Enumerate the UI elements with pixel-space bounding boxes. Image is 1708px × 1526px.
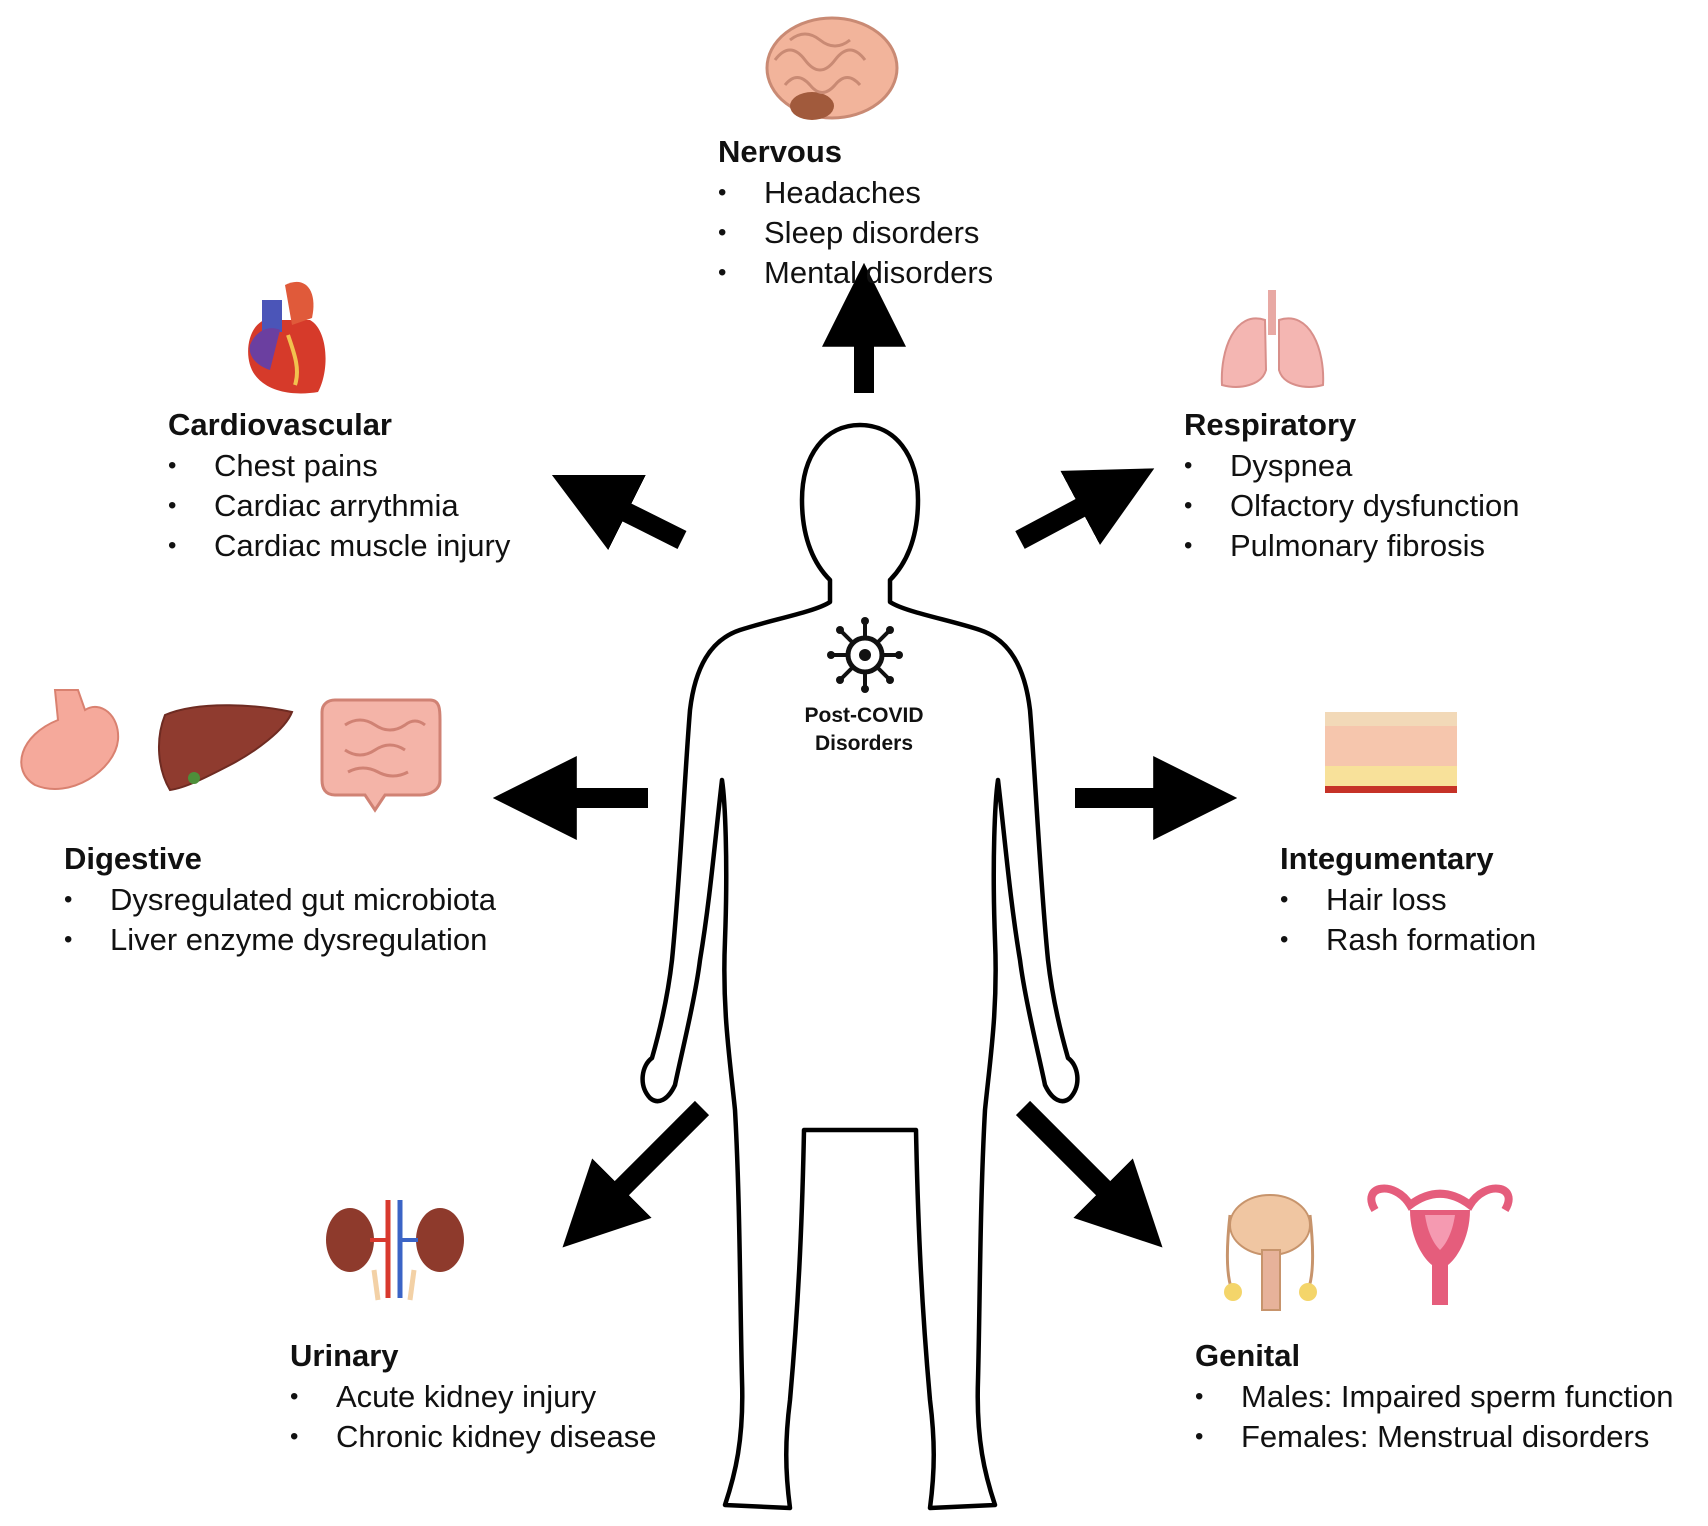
human-body-outline bbox=[640, 422, 1080, 1511]
symptom-item: Males: Impaired sperm function bbox=[1195, 1377, 1673, 1417]
symptom-item: Cardiac muscle injury bbox=[168, 526, 510, 566]
symptom-item: Females: Menstrual disorders bbox=[1195, 1417, 1673, 1457]
symptom-item: Acute kidney injury bbox=[290, 1377, 657, 1417]
system-title: Cardiovascular bbox=[168, 407, 392, 442]
symptom-item: Pulmonary fibrosis bbox=[1184, 526, 1519, 566]
lungs-icon bbox=[1220, 290, 1325, 388]
stomach-icon bbox=[20, 689, 120, 790]
symptom-item: Cardiac arrythmia bbox=[168, 486, 510, 526]
symptom-item: Chronic kidney disease bbox=[290, 1417, 657, 1457]
system-title: Genital bbox=[1195, 1338, 1301, 1373]
system-title: Urinary bbox=[290, 1338, 399, 1373]
heart-icon bbox=[248, 281, 326, 394]
uterus-icon bbox=[1367, 1184, 1513, 1305]
arrow-cardiovascular bbox=[551, 474, 687, 551]
center-label: Post-COVID Disorders bbox=[760, 702, 968, 758]
system-title: Respiratory bbox=[1184, 407, 1357, 442]
kidneys-icon bbox=[326, 1200, 464, 1301]
arrow-respiratory bbox=[1015, 468, 1155, 549]
system-title: Integumentary bbox=[1280, 841, 1494, 876]
intestine-icon bbox=[320, 698, 442, 813]
system-integumentary: Integumentary Hair loss Rash formation bbox=[1280, 840, 1536, 960]
liver-icon bbox=[158, 704, 294, 792]
symptom-item: Dyspnea bbox=[1184, 446, 1519, 486]
system-title: Nervous bbox=[718, 134, 843, 169]
center-label-line1: Post-COVID bbox=[804, 704, 924, 727]
symptom-item: Mental disorders bbox=[718, 253, 993, 293]
brain-icon bbox=[765, 16, 899, 120]
system-cardiovascular: Cardiovascular Chest pains Cardiac arryt… bbox=[168, 406, 510, 566]
symptom-item: Dysregulated gut microbiota bbox=[64, 880, 496, 920]
symptom-item: Headaches bbox=[718, 173, 993, 213]
symptom-item: Hair loss bbox=[1280, 880, 1536, 920]
symptom-item: Rash formation bbox=[1280, 920, 1536, 960]
symptom-item: Sleep disorders bbox=[718, 213, 993, 253]
system-title: Digestive bbox=[64, 841, 202, 876]
center-label-line2: Disorders bbox=[814, 732, 914, 755]
male-reproductive-icon bbox=[1224, 1194, 1317, 1311]
skin-icon bbox=[1325, 712, 1457, 793]
arrow-genital bbox=[1015, 1100, 1163, 1248]
system-urinary: Urinary Acute kidney injury Chronic kidn… bbox=[290, 1337, 657, 1457]
virus-icon bbox=[827, 617, 903, 693]
symptom-item: Olfactory dysfunction bbox=[1184, 486, 1519, 526]
symptom-item: Chest pains bbox=[168, 446, 510, 486]
arrow-urinary bbox=[562, 1100, 710, 1248]
system-digestive: Digestive Dysregulated gut microbiota Li… bbox=[64, 840, 496, 960]
system-nervous: Nervous Headaches Sleep disorders Mental… bbox=[718, 133, 993, 293]
system-genital: Genital Males: Impaired sperm function F… bbox=[1195, 1337, 1673, 1457]
system-respiratory: Respiratory Dyspnea Olfactory dysfunctio… bbox=[1184, 406, 1519, 566]
symptom-item: Liver enzyme dysregulation bbox=[64, 920, 496, 960]
